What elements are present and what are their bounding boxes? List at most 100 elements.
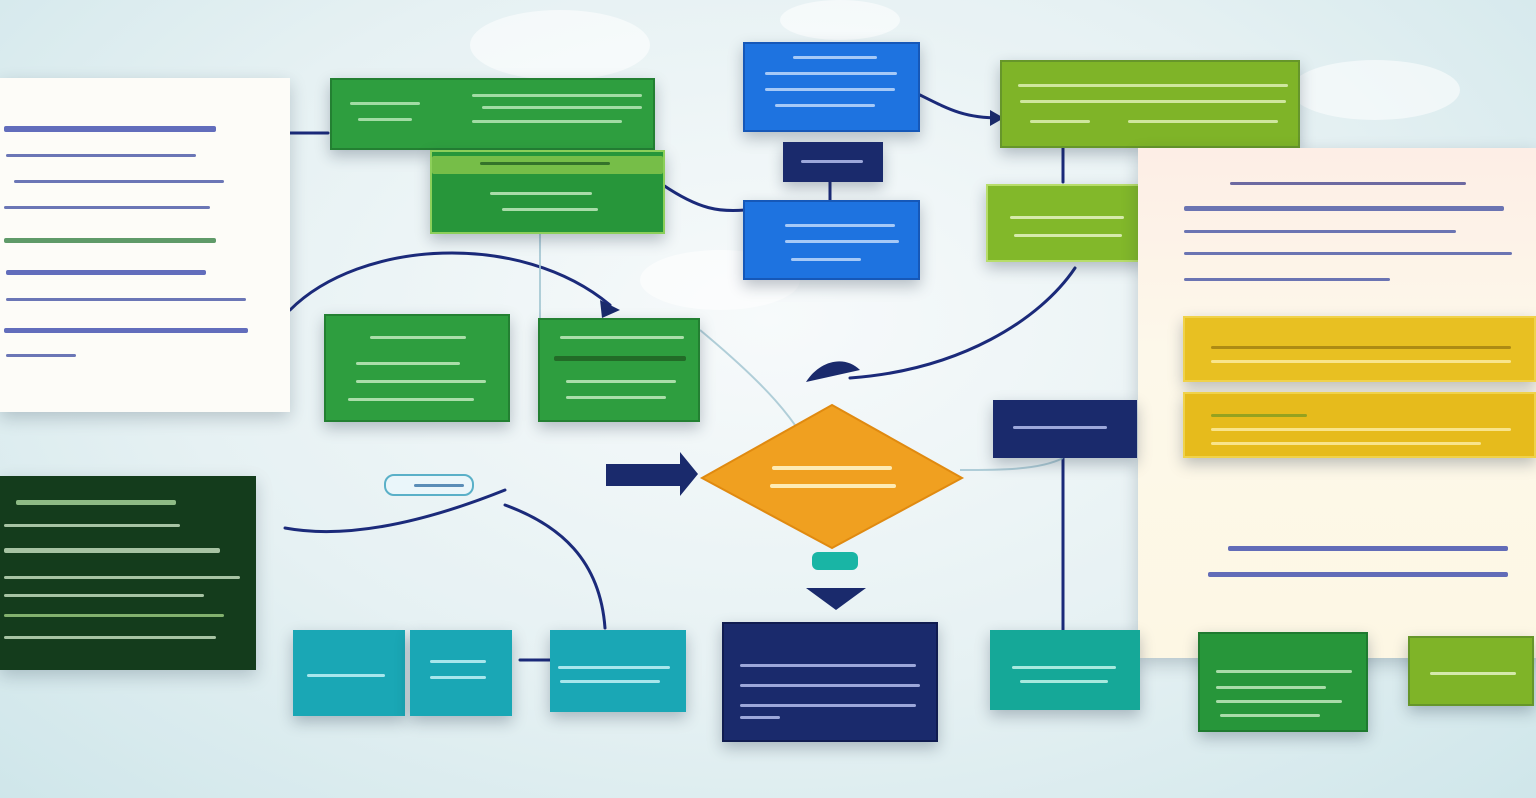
process-box-teal-green[interactable] xyxy=(990,630,1140,710)
text-placeholder-group xyxy=(1185,318,1534,380)
text-placeholder-line xyxy=(4,206,210,209)
text-placeholder-line xyxy=(1211,414,1307,417)
process-box-green-right[interactable] xyxy=(538,318,700,422)
process-box-blue-mid[interactable] xyxy=(743,200,920,280)
process-box-teal-3[interactable] xyxy=(550,630,686,712)
text-placeholder-line xyxy=(6,154,196,157)
process-box-green-sub[interactable] xyxy=(430,150,665,234)
text-placeholder-line xyxy=(1211,346,1511,349)
process-box-lime-top[interactable] xyxy=(1000,60,1300,148)
text-placeholder-line xyxy=(480,162,610,165)
text-placeholder-group xyxy=(990,630,1140,710)
text-placeholder-line xyxy=(4,238,216,243)
text-placeholder-line xyxy=(1230,182,1466,185)
text-placeholder-group xyxy=(0,78,290,412)
text-placeholder-line xyxy=(482,106,642,109)
label-box-navy-right[interactable] xyxy=(993,400,1137,458)
text-placeholder-line xyxy=(1013,426,1107,429)
process-box-teal-2[interactable] xyxy=(410,630,512,716)
text-placeholder-line xyxy=(1211,360,1511,363)
text-placeholder-line xyxy=(1208,572,1508,577)
text-placeholder-line xyxy=(358,118,412,121)
text-placeholder-line xyxy=(554,356,686,361)
text-placeholder-line xyxy=(765,72,897,75)
text-placeholder-line xyxy=(16,500,176,505)
background-cloud xyxy=(470,10,650,80)
text-placeholder-line xyxy=(4,594,204,597)
arrowhead-icon xyxy=(806,361,860,382)
connector-line xyxy=(848,266,1077,380)
diamond-decision-icon xyxy=(699,403,965,550)
text-placeholder-line xyxy=(560,680,660,683)
text-placeholder-line xyxy=(1184,252,1512,255)
text-placeholder-line xyxy=(356,362,460,365)
text-placeholder-line xyxy=(1014,234,1122,237)
text-placeholder-line xyxy=(4,548,220,553)
text-placeholder-line xyxy=(1220,714,1320,717)
text-placeholder-line xyxy=(566,380,676,383)
text-placeholder-line xyxy=(4,328,248,333)
text-placeholder-group xyxy=(724,624,936,740)
text-placeholder-group xyxy=(332,80,653,148)
process-box-navy-bottom[interactable] xyxy=(722,622,938,742)
text-placeholder-line xyxy=(1216,686,1326,689)
background-cloud xyxy=(1290,60,1460,120)
process-box-yellow-2[interactable] xyxy=(1183,392,1536,458)
text-placeholder-line xyxy=(1020,100,1286,103)
text-placeholder-line xyxy=(785,224,895,227)
diamond-text-placeholder xyxy=(770,484,896,488)
text-placeholder-group xyxy=(993,400,1137,458)
arrow-down-icon xyxy=(806,588,866,610)
text-placeholder-line xyxy=(558,666,670,669)
left-note-panel xyxy=(0,78,290,412)
text-placeholder-line xyxy=(472,120,622,123)
text-placeholder-group xyxy=(550,630,686,712)
diamond-text-placeholder xyxy=(772,466,892,470)
text-placeholder-line xyxy=(4,126,216,132)
text-placeholder-line xyxy=(1228,546,1508,551)
text-placeholder-line xyxy=(1012,666,1116,669)
process-box-green-bottom[interactable] xyxy=(1198,632,1368,732)
text-placeholder-line xyxy=(1184,206,1504,211)
text-placeholder-line xyxy=(6,298,246,301)
process-box-teal-1[interactable] xyxy=(293,630,405,716)
text-placeholder-line xyxy=(775,104,875,107)
text-placeholder-line xyxy=(1128,120,1278,123)
process-box-lime-mid[interactable] xyxy=(986,184,1144,262)
text-placeholder-line xyxy=(1010,216,1124,219)
teal-pill xyxy=(812,552,858,570)
text-placeholder-line xyxy=(350,102,420,105)
arrow-right-icon xyxy=(606,452,698,496)
text-placeholder-line xyxy=(793,56,877,59)
process-box-green-left[interactable] xyxy=(324,314,510,422)
text-placeholder-group xyxy=(1138,148,1536,658)
text-placeholder-line xyxy=(1020,680,1108,683)
text-placeholder-group xyxy=(988,186,1142,260)
text-placeholder-line xyxy=(740,684,920,687)
text-placeholder-group xyxy=(432,152,663,232)
text-placeholder-line xyxy=(502,208,598,211)
text-placeholder-line xyxy=(1184,230,1456,233)
label-box-navy[interactable] xyxy=(783,142,883,182)
text-placeholder-group xyxy=(745,44,918,130)
text-placeholder-line xyxy=(6,354,76,357)
text-placeholder-group xyxy=(1410,638,1532,704)
text-placeholder-line xyxy=(765,88,895,91)
text-placeholder-line xyxy=(4,614,224,617)
text-placeholder-line xyxy=(432,156,663,174)
text-placeholder-line xyxy=(560,336,684,339)
process-box-green-top[interactable] xyxy=(330,78,655,150)
text-placeholder-line xyxy=(307,674,385,677)
process-box-lime-bottom[interactable] xyxy=(1408,636,1534,706)
text-placeholder-line xyxy=(1430,672,1516,675)
text-placeholder-line xyxy=(4,524,180,527)
text-placeholder-line xyxy=(740,664,916,667)
process-box-blue-top[interactable] xyxy=(743,42,920,132)
process-box-yellow-1[interactable] xyxy=(1183,316,1536,382)
text-placeholder-line xyxy=(430,660,486,663)
arrowhead-icon xyxy=(990,110,1004,126)
text-placeholder-line xyxy=(791,258,861,261)
text-placeholder-line xyxy=(356,380,486,383)
text-placeholder-group xyxy=(0,476,256,670)
connector-line xyxy=(661,183,747,213)
